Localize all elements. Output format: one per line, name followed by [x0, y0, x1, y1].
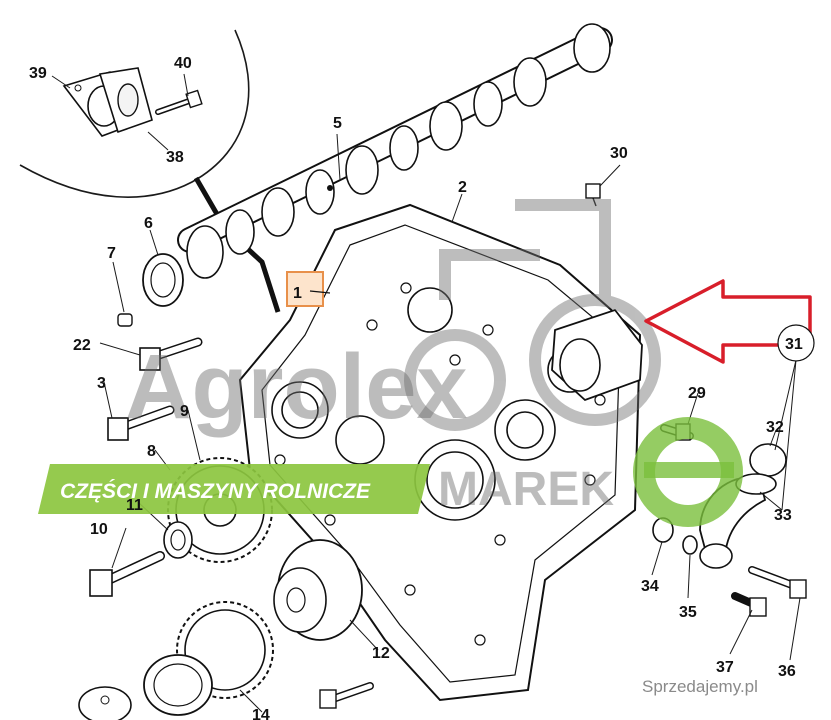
cover-plate-part	[98, 67, 153, 134]
callout-11: 11	[126, 497, 143, 514]
callout-22: 22	[73, 337, 91, 354]
callout-12: 12	[372, 645, 390, 662]
washer-11-part	[163, 521, 193, 559]
gear-14-part	[143, 601, 274, 716]
bolt-36-part	[748, 566, 807, 599]
thermostat-32-part	[735, 443, 787, 495]
callout-33: 33	[774, 507, 792, 524]
detail-inset	[19, 29, 281, 313]
watermark-brand-small: MAREK	[438, 463, 614, 516]
callout-32: 32	[766, 419, 784, 436]
callout-8: 8	[147, 443, 156, 460]
callout-3: 3	[97, 375, 106, 392]
footer-site-text: Sprzedajemy.pl	[642, 677, 758, 696]
callout-9: 9	[180, 403, 189, 420]
bolt-bottom-part	[319, 682, 374, 709]
callout-31-circle	[777, 324, 815, 362]
timing-housing-part	[238, 203, 643, 702]
highlight-callout-1	[286, 271, 331, 307]
watermark-e-icon	[633, 417, 743, 527]
watermark-tractor-icon	[404, 199, 661, 431]
banner: CZĘŚCI I MASZYNY ROLNICZE	[38, 464, 430, 514]
callout-35: 35	[679, 604, 697, 621]
o-ring-35-part	[682, 535, 698, 555]
callout-40: 40	[174, 55, 192, 72]
bolt-37-part	[731, 592, 767, 617]
callout-38: 38	[166, 149, 184, 166]
red-arrow-icon	[644, 279, 812, 364]
watermark-brand: Agrolex	[125, 336, 468, 438]
bolt-3-part	[107, 405, 175, 441]
callout-14: 14	[252, 707, 270, 720]
callout-30: 30	[610, 145, 628, 162]
callout-37: 37	[716, 659, 734, 676]
callout-39: 39	[29, 65, 47, 82]
bolt-10-part	[89, 551, 165, 597]
callout-31: 31	[785, 336, 803, 353]
plug-30-part	[585, 183, 601, 207]
seal-ring-6-part	[142, 253, 184, 307]
callout-29: 29	[688, 385, 706, 402]
callout-34: 34	[641, 578, 659, 595]
camshaft-part	[177, 23, 613, 279]
callout-10: 10	[90, 521, 108, 538]
callout-6: 6	[144, 215, 153, 232]
banner-text: CZĘŚCI I MASZYNY ROLNICZE	[60, 479, 371, 503]
callout-7: 7	[107, 245, 116, 262]
callout-labels: 39 40 38 5 30 2 6 7 1 22 3 9 8 11 10 12 …	[29, 55, 803, 720]
bolt-22-part	[139, 337, 203, 371]
callout-2: 2	[458, 179, 467, 196]
idler-hub-12-part	[273, 539, 363, 641]
callout-5: 5	[333, 115, 342, 132]
dowel-pin-7-part	[117, 313, 133, 327]
callout-36: 36	[778, 663, 796, 680]
thrust-washer-part	[78, 686, 132, 720]
bolt-40-part	[155, 89, 203, 115]
callout-1: 1	[293, 285, 302, 302]
leader-lines	[51, 73, 801, 713]
